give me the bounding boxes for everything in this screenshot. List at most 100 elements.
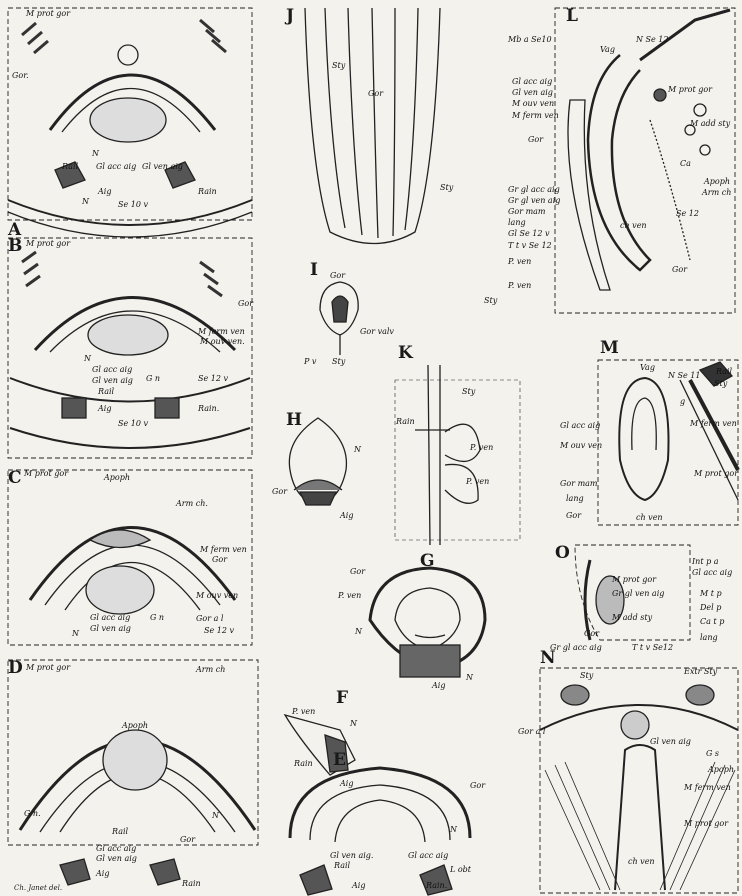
label: Apoph [708,766,734,774]
label: M ferm ven [198,328,245,336]
label: Se 10 v [118,201,148,209]
label: Gor a l [196,615,223,623]
panel-letter-h: H [286,412,302,429]
label: Gor [368,90,383,98]
label: Aig [96,870,109,878]
label: N [466,674,473,682]
panel-letter-f: F [336,690,348,707]
label: N [72,630,79,638]
label: M prot gor [694,470,738,478]
label: M prot gor [24,470,68,478]
panel-i-drawing [320,282,358,355]
label: Aig [352,882,365,890]
label: Gl ven aig [92,377,133,385]
label: Aig [98,405,111,413]
label: Gl acc aig [560,422,600,430]
label: M ouv ven [560,442,602,450]
label: Rail [716,368,732,376]
panel-e-drawing [290,768,470,895]
panel-letter-b: B [8,238,22,255]
label: N Se 12 [636,36,668,44]
label: Arm ch [196,666,225,674]
label: M ferm ven [200,546,247,554]
label: Gor [672,266,687,274]
panel-letter-j: J [286,8,294,25]
label: Gr gl acc aig [508,186,560,194]
label: M prot gor [26,10,70,18]
label: P. ven [470,444,493,452]
label: Gor [272,488,287,496]
panel-letter-i: I [310,262,318,279]
label: Gor valv [360,328,394,336]
label: Sty [714,380,727,388]
label: Gl acc aig [692,569,732,577]
label: Gl ven aig. [330,852,373,860]
label: Gr gl ven aig [612,590,664,598]
label: Rail [98,388,114,396]
label: Gor mam [560,480,598,488]
label: N [350,720,357,728]
label: Sty [332,62,345,70]
label: Del p [700,604,721,612]
label: Rain. [198,405,219,413]
label: Rail [334,862,350,870]
label: Gor [566,512,581,520]
label: lang [566,495,584,503]
label: M ouv ven. [200,338,245,346]
label: Sty [440,184,453,192]
label: N [354,446,361,454]
label: M prot gor [612,576,656,584]
label: P. ven [338,592,361,600]
label: Gor [238,300,253,308]
artist-credit: Ch. Janet del. [14,884,62,892]
label: Rain [198,188,217,196]
label: Mb a Se10 [508,36,552,44]
panel-g-drawing [370,568,485,677]
label: Rain. [426,882,447,890]
panel-letter-c: C [8,470,22,487]
label: N [92,150,99,158]
label: Se 12 [676,210,699,218]
label: M ferm ven [512,112,559,120]
label: Gor mam [508,208,546,216]
label: M prot gor [26,240,70,248]
label: Gl acc aig [512,78,552,86]
label: P v [304,358,316,366]
label: G n [146,375,160,383]
label: Gl ven aig [96,855,137,863]
label: Gl ven aig [90,625,131,633]
label: M ferm ven [684,784,731,792]
label: lang [700,634,718,642]
label: M ouv ven [512,100,554,108]
label: Gl acc aig [96,163,136,171]
label: Gor [330,272,345,280]
label: Gl ven aig [650,738,691,746]
label: M add sty [690,120,730,128]
label: g [680,398,685,406]
label: Se 12 v [198,375,228,383]
label: Gor [470,782,485,790]
label: G n [150,614,164,622]
label: Rail [112,828,128,836]
label: T t v Se12 [632,644,673,652]
label: M prot gor [26,664,70,672]
label: Gl acc aig [408,852,448,860]
label: Sty [580,672,593,680]
label: Apoph [122,722,148,730]
label: N [355,628,362,636]
label: N [82,198,89,206]
label: Rain [396,418,415,426]
label: G n. [24,810,41,818]
label: Gor [350,568,365,576]
label: ch ven [628,858,655,866]
panel-letter-m: M [600,340,619,357]
panel-letter-l: L [566,8,578,25]
label: Aig [340,780,353,788]
label: Gr gl ven aig [508,197,560,205]
panel-letter-k: K [398,345,413,362]
panel-h-drawing [289,418,346,505]
label: Apoph [104,474,130,482]
label: M prot gor [684,820,728,828]
